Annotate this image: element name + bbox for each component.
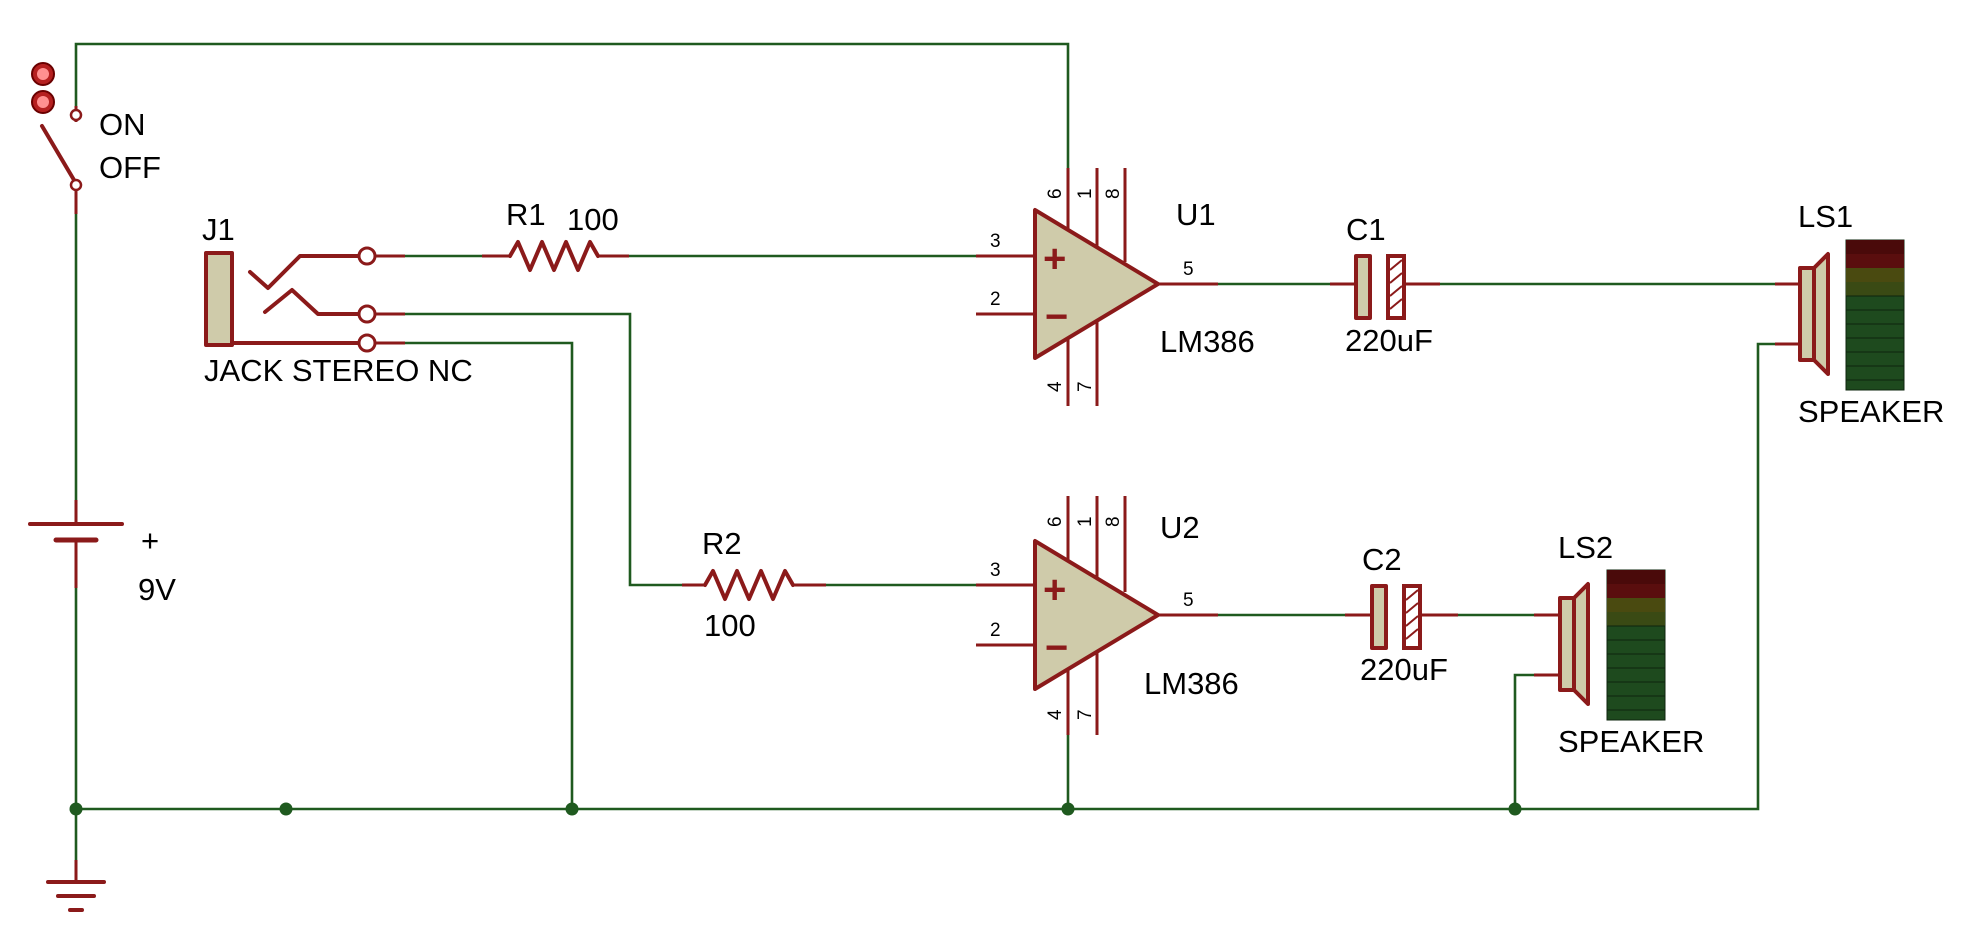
u1-pin6-label: 6 [1045, 188, 1066, 199]
u2-pin4-label: 4 [1045, 709, 1066, 720]
battery-voltage-label: 9V [138, 572, 176, 607]
battery: + 9V [28, 500, 176, 607]
c1-value-label: 220uF [1345, 323, 1433, 358]
u2-value-label: LM386 [1144, 666, 1239, 701]
u1-pin5-label: 5 [1183, 259, 1194, 280]
stereo-jack: J1 JACK STEREO NC [202, 212, 473, 388]
u2-pin2-label: 2 [990, 620, 1001, 641]
u2-pin3-label: 3 [990, 560, 1001, 581]
u2-noninverting-sign: + [1043, 568, 1066, 612]
switch-off-label: OFF [99, 150, 161, 185]
ground-symbol [46, 860, 106, 912]
wire-ls2-ground [1513, 673, 1534, 809]
resistor-r1: R1 100 [482, 197, 629, 272]
r1-value-label: 100 [567, 202, 619, 237]
junction-dot [1061, 802, 1075, 816]
r2-value-label: 100 [704, 608, 756, 643]
ls2-ref-label: LS2 [1558, 530, 1613, 565]
u2-pin6-label: 6 [1045, 516, 1066, 527]
u1-noninverting-sign: + [1043, 237, 1066, 281]
u1-pin4-label: 4 [1045, 381, 1066, 392]
capacitor-c2: C2 220uF [1345, 542, 1458, 687]
u2-pin8-label: 8 [1103, 516, 1124, 527]
ls1-ref-label: LS1 [1798, 199, 1853, 234]
u1-pin1-label: 1 [1075, 188, 1096, 199]
wire-supply-top [74, 42, 1070, 168]
battery-polarity-label: + [141, 523, 159, 558]
u1-value-label: LM386 [1160, 324, 1255, 359]
wires [74, 42, 1800, 880]
u1-pin7-label: 7 [1075, 381, 1096, 392]
u2-pin5-label: 5 [1183, 590, 1194, 611]
c2-value-label: 220uF [1360, 652, 1448, 687]
jack-ref-label: J1 [202, 212, 235, 247]
u2-ref-label: U2 [1160, 510, 1200, 545]
wire-jack-r2 [405, 312, 682, 587]
amplifier-u2: + − 3 2 5 6 1 8 4 7 U2 LM386 [976, 496, 1239, 735]
junction-dot [69, 802, 83, 816]
junction-dot [279, 802, 293, 816]
u2-inverting-sign: − [1045, 626, 1068, 670]
jack-value-label: JACK STEREO NC [204, 353, 473, 388]
r1-ref-label: R1 [506, 197, 546, 232]
power-switch: ON OFF [31, 62, 161, 214]
ls1-level-meter [1845, 239, 1905, 391]
c2-ref-label: C2 [1362, 542, 1402, 577]
u1-pin8-label: 8 [1103, 188, 1124, 199]
ls2-value-label: SPEAKER [1558, 724, 1704, 759]
ls1-value-label: SPEAKER [1798, 394, 1944, 429]
u1-pin3-label: 3 [990, 231, 1001, 252]
switch-on-label: ON [99, 107, 146, 142]
amplifier-u1: + − 3 2 5 6 1 8 4 7 U1 LM386 [976, 168, 1255, 406]
u2-pin7-label: 7 [1075, 709, 1096, 720]
resistor-r2: R2 100 [682, 526, 826, 643]
junction-dot [565, 802, 579, 816]
wire-ground-rail [76, 342, 1800, 811]
junction-dot [1508, 802, 1522, 816]
u1-ref-label: U1 [1176, 197, 1216, 232]
ls2-level-meter [1606, 569, 1666, 721]
capacitor-c1: C1 220uF [1330, 212, 1440, 358]
u2-pin1-label: 1 [1075, 516, 1096, 527]
junctions [69, 802, 1522, 816]
c1-ref-label: C1 [1346, 212, 1386, 247]
speaker-ls1: LS1 SPEAKER [1775, 199, 1944, 429]
wire-jack-ground [405, 341, 574, 809]
u1-inverting-sign: − [1045, 295, 1068, 339]
u1-pin2-label: 2 [990, 289, 1001, 310]
switch-state-indicator [31, 62, 55, 114]
speaker-ls2: LS2 SPEAKER [1534, 530, 1704, 759]
r2-ref-label: R2 [702, 526, 742, 561]
